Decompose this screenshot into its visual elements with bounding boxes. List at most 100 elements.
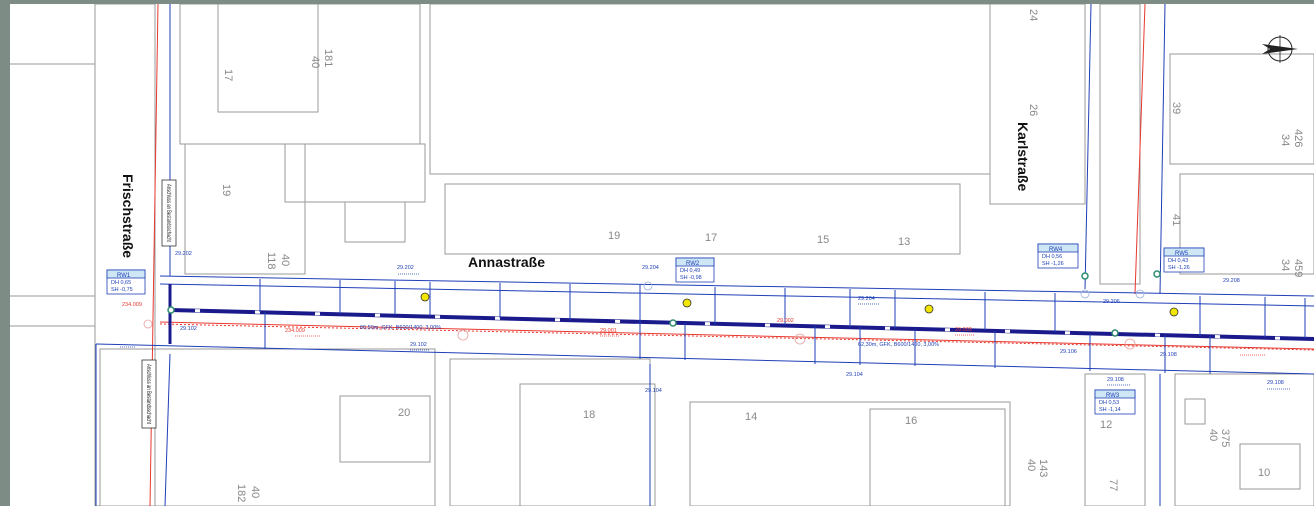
house-number: 77	[1107, 479, 1119, 491]
manhole	[167, 306, 175, 314]
building	[444, 183, 961, 255]
building	[1239, 443, 1301, 490]
house-number: 16	[905, 415, 917, 427]
building	[1084, 373, 1146, 506]
svg-text:RW5: RW5	[1175, 251, 1189, 257]
info-box-rw2[interactable]: RW2 DH 0,49 SH -0,98	[675, 257, 715, 283]
house-number: 26	[1027, 104, 1039, 116]
building	[1179, 173, 1314, 275]
house-number: 40	[249, 486, 261, 498]
building	[1184, 398, 1206, 425]
house-number: 143	[1037, 459, 1049, 477]
blue-value: 29.102	[410, 342, 427, 348]
blue-circles	[643, 281, 1145, 299]
svg-text:DH 0,49: DH 0,49	[680, 268, 700, 274]
building	[94, 4, 156, 506]
yellow-markers	[420, 292, 1179, 317]
red-value: 29.001	[600, 328, 617, 334]
blue-value: 29.108	[1267, 380, 1284, 386]
blue-value: 29.108	[1107, 377, 1124, 383]
blue-value: 29.104	[846, 372, 863, 378]
lateral-connections	[259, 279, 1306, 374]
building	[429, 4, 991, 175]
manhole-nodes	[167, 270, 1161, 337]
info-box-rw4[interactable]: RW4 DH 0,56 SH -1,26	[1037, 243, 1079, 269]
marker-icon	[924, 304, 934, 314]
building	[1174, 373, 1314, 506]
house-number: 40	[1207, 429, 1219, 441]
manhole	[1081, 272, 1089, 280]
blue-value: 29.202	[397, 265, 414, 271]
svg-text:SH -0,75: SH -0,75	[111, 287, 133, 293]
house-number: 20	[398, 407, 410, 419]
info-box-rw3[interactable]: RW3 DH 0,53 SH -1,14	[1094, 389, 1136, 415]
building	[99, 348, 436, 506]
house-number: 459	[1292, 259, 1304, 277]
svg-text:DH 0,56: DH 0,56	[1042, 254, 1062, 260]
house-number: 17	[705, 232, 717, 244]
building	[284, 143, 426, 203]
house-number: 18	[583, 409, 595, 421]
street-frischstrasse: Frischstraße	[120, 174, 136, 258]
road-edge-layer	[95, 4, 1314, 506]
svg-text:DH 0,53: DH 0,53	[1099, 400, 1119, 406]
house-number: 118	[265, 252, 277, 270]
street-karlstrasse: Karlstraße	[1015, 122, 1031, 191]
house-number: 14	[745, 411, 757, 423]
house-number: 41	[1170, 214, 1182, 226]
pipe-label-rw1: 66,50m, GFK, B600/1400, 3,00%	[360, 325, 441, 331]
house-number: 375	[1219, 429, 1231, 447]
building	[184, 143, 306, 275]
blue-value: 29.208	[1223, 278, 1240, 284]
building	[179, 4, 421, 145]
house-number: 182	[235, 484, 247, 502]
info-box-rw1[interactable]: RW1 DH 0,65 SH -0,75	[106, 269, 146, 295]
map-sheet: Frischstraße Annastraße Karlstraße 17 18…	[10, 4, 1314, 506]
manhole	[1111, 329, 1119, 337]
blue-value: 29.106	[1060, 349, 1077, 355]
house-number: 40	[279, 254, 291, 266]
house-number: 40	[1025, 459, 1037, 471]
house-number: 19	[220, 184, 232, 196]
house-number: 24	[1027, 9, 1039, 21]
blue-value: 29.204	[642, 265, 659, 271]
red-value: 234.009	[122, 302, 142, 308]
building	[1099, 4, 1141, 285]
blue-value: 29.108	[1160, 352, 1177, 358]
house-number: 19	[608, 230, 620, 242]
house-number: 34	[1279, 259, 1291, 271]
house-number: 12	[1100, 419, 1112, 431]
red-hatch-marks	[295, 334, 1265, 356]
hatch-marks	[120, 273, 1290, 390]
map-canvas[interactable]: Frischstraße Annastraße Karlstraße 17 18…	[10, 4, 1314, 506]
building	[869, 408, 1006, 506]
building	[1169, 53, 1314, 165]
anschluss-note-top: Anschluss an Bestandsschacht	[161, 179, 177, 247]
house-number: 17	[222, 69, 234, 81]
manhole	[1153, 270, 1161, 278]
blue-value: 29.202	[175, 251, 192, 257]
svg-text:RW3: RW3	[1106, 393, 1120, 399]
svg-text:SH -1,14: SH -1,14	[1099, 407, 1121, 413]
red-values-layer: 234.009 29.001 29.002 234.009 29.003	[122, 302, 972, 334]
svg-text:Anschluss an Bestandsschacht: Anschluss an Bestandsschacht	[145, 364, 151, 424]
building	[344, 201, 406, 243]
marker-icon	[1169, 307, 1179, 317]
anschluss-note-bottom: Anschluss an Bestandsschacht	[141, 359, 157, 429]
svg-text:RW4: RW4	[1049, 247, 1063, 253]
svg-text:SH -1,26: SH -1,26	[1042, 261, 1064, 267]
house-number: 181	[322, 49, 334, 67]
building	[519, 383, 656, 506]
svg-text:Anschluss an Bestandsschacht: Anschluss an Bestandsschacht	[165, 184, 171, 242]
red-value: 29.002	[777, 318, 794, 324]
building	[689, 401, 1011, 506]
red-value: 234.009	[285, 328, 305, 334]
info-box-rw5[interactable]: RW5 DH 0,43 SH -1,26	[1163, 247, 1205, 273]
house-number: 39	[1170, 102, 1182, 114]
svg-text:SH -0,98: SH -0,98	[680, 275, 702, 281]
house-number: 40	[309, 56, 321, 68]
blue-value: 29.206	[1103, 299, 1120, 305]
red-value: 29.003	[955, 327, 972, 333]
svg-text:RW1: RW1	[117, 273, 131, 279]
red-circles	[143, 319, 1136, 350]
